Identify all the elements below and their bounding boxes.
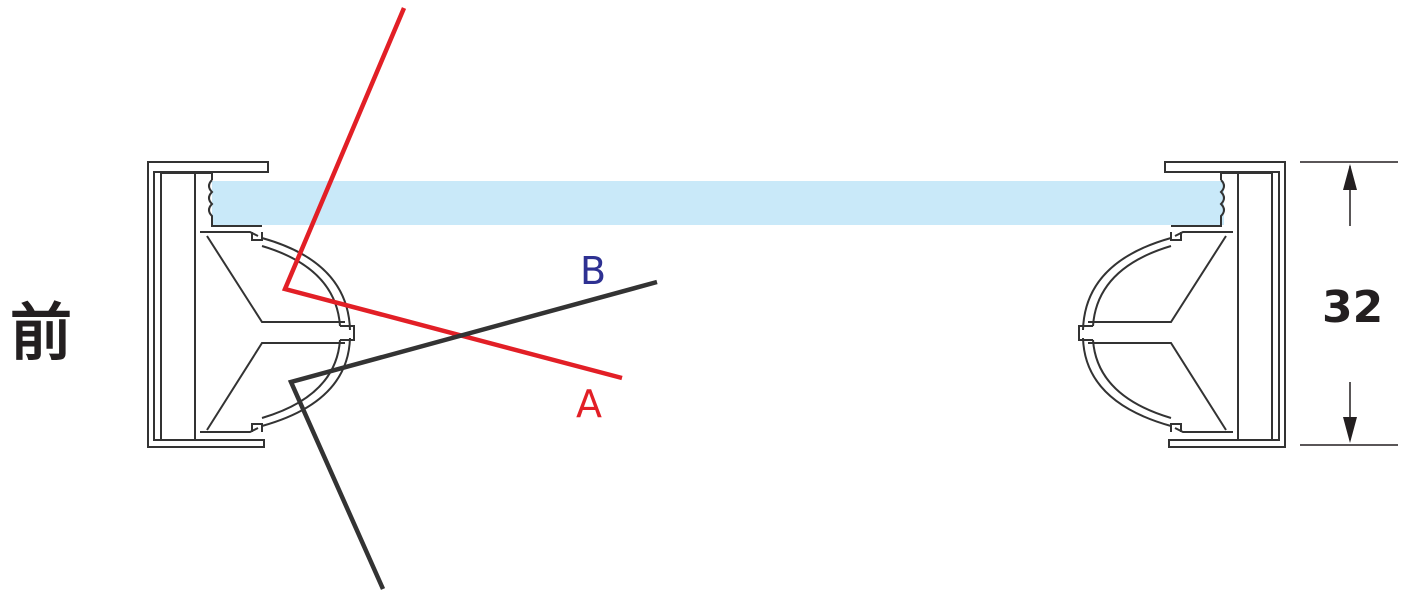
line-b <box>287 279 658 590</box>
line-b-label: B <box>580 249 606 293</box>
dimension-line <box>1300 161 1398 446</box>
glass-panel <box>212 181 1224 225</box>
right-profile <box>1078 161 1286 448</box>
dimension-arrow-down <box>1343 417 1357 443</box>
left-profile <box>147 161 355 448</box>
dimension-arrow-up <box>1343 164 1357 190</box>
front-label: 前 <box>10 296 72 369</box>
line-a <box>281 7 623 381</box>
line-a-label: A <box>576 382 602 426</box>
dimension-label: 32 <box>1322 282 1383 333</box>
